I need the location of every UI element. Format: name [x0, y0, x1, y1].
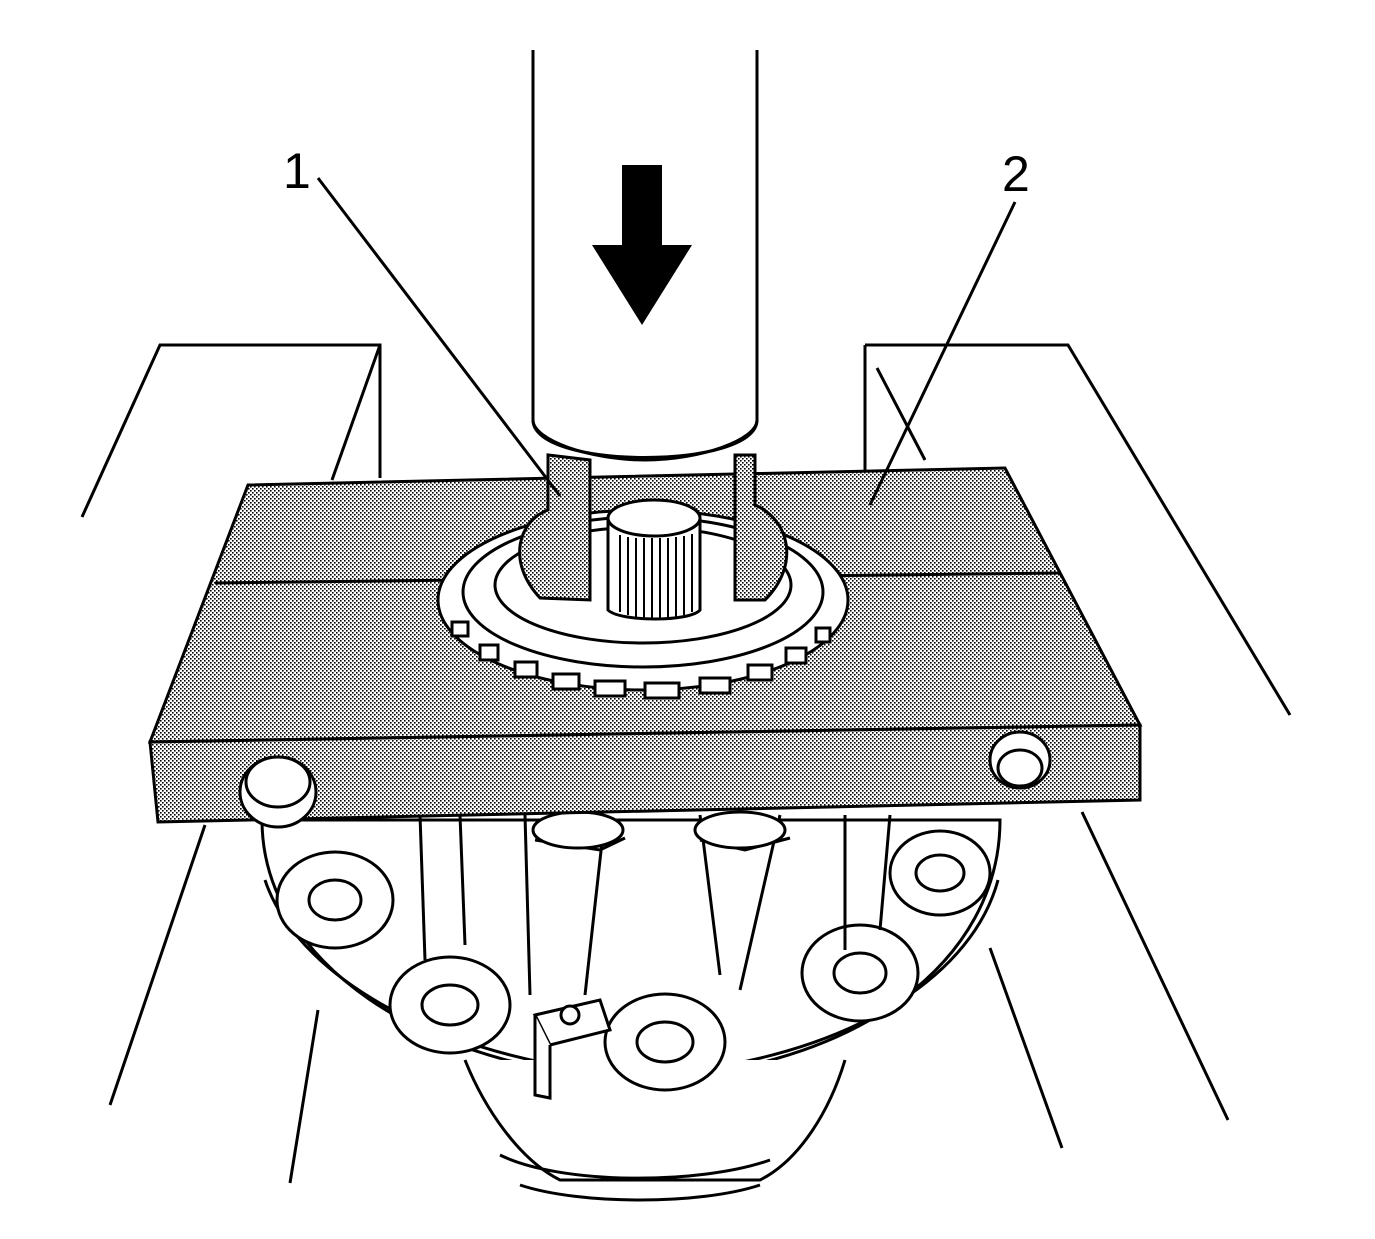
callout-2: 2	[1002, 146, 1030, 202]
bearing-rollers	[450, 620, 832, 700]
leader-line-2	[868, 201, 1017, 506]
arrow-down-icon	[592, 165, 692, 325]
differential-case	[260, 810, 1002, 1202]
callout-1: 1	[283, 143, 311, 199]
bearing-installer	[436, 453, 850, 700]
press-frame	[80, 343, 1292, 1184]
leader-line-1	[316, 177, 562, 497]
installer-leg-right	[733, 453, 789, 602]
leader-lines	[316, 177, 1017, 506]
case-bolt-bosses	[275, 829, 992, 1092]
installer-leg-left	[518, 453, 592, 602]
case-ribs	[418, 814, 892, 996]
plate-front-face	[148, 723, 1142, 824]
